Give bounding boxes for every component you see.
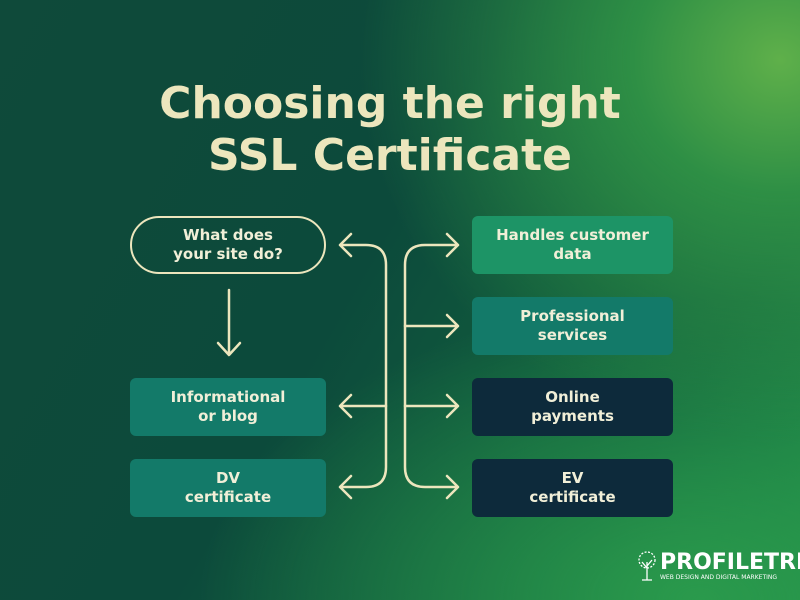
- node-customer-data: Handles customer data: [472, 216, 673, 274]
- question-label: What does your site do?: [173, 226, 283, 263]
- left-bracket: [338, 232, 388, 500]
- node-label: EV certificate: [529, 469, 616, 506]
- arrow-down: [216, 288, 242, 357]
- node-professional-services: Professional services: [472, 297, 673, 355]
- tree-icon: [638, 551, 656, 581]
- logo-tagline: WEB DESIGN AND DIGITAL MARKETING: [660, 574, 778, 581]
- node-label: Informational or blog: [170, 388, 286, 425]
- title-line-1: Choosing the right: [159, 78, 621, 129]
- node-label: DV certificate: [184, 469, 272, 506]
- node-label: Professional services: [520, 307, 625, 344]
- node-online-payments: Online payments: [472, 378, 673, 436]
- arrow-left-informational: [338, 393, 388, 419]
- node-label: Online payments: [531, 388, 614, 425]
- logo-name: PROFILETREE: [660, 550, 800, 575]
- node-informational: Informational or blog: [130, 378, 326, 436]
- title-line-2: SSL Certificate: [208, 130, 572, 181]
- node-ev-certificate: EV certificate: [472, 459, 673, 517]
- arrow-right-professional: [403, 313, 460, 339]
- right-bracket: [403, 232, 460, 500]
- node-label: Handles customer data: [496, 226, 649, 263]
- node-dv-certificate: DV certificate: [130, 459, 326, 517]
- arrow-right-payments: [403, 393, 460, 419]
- question-node: What does your site do?: [130, 216, 326, 274]
